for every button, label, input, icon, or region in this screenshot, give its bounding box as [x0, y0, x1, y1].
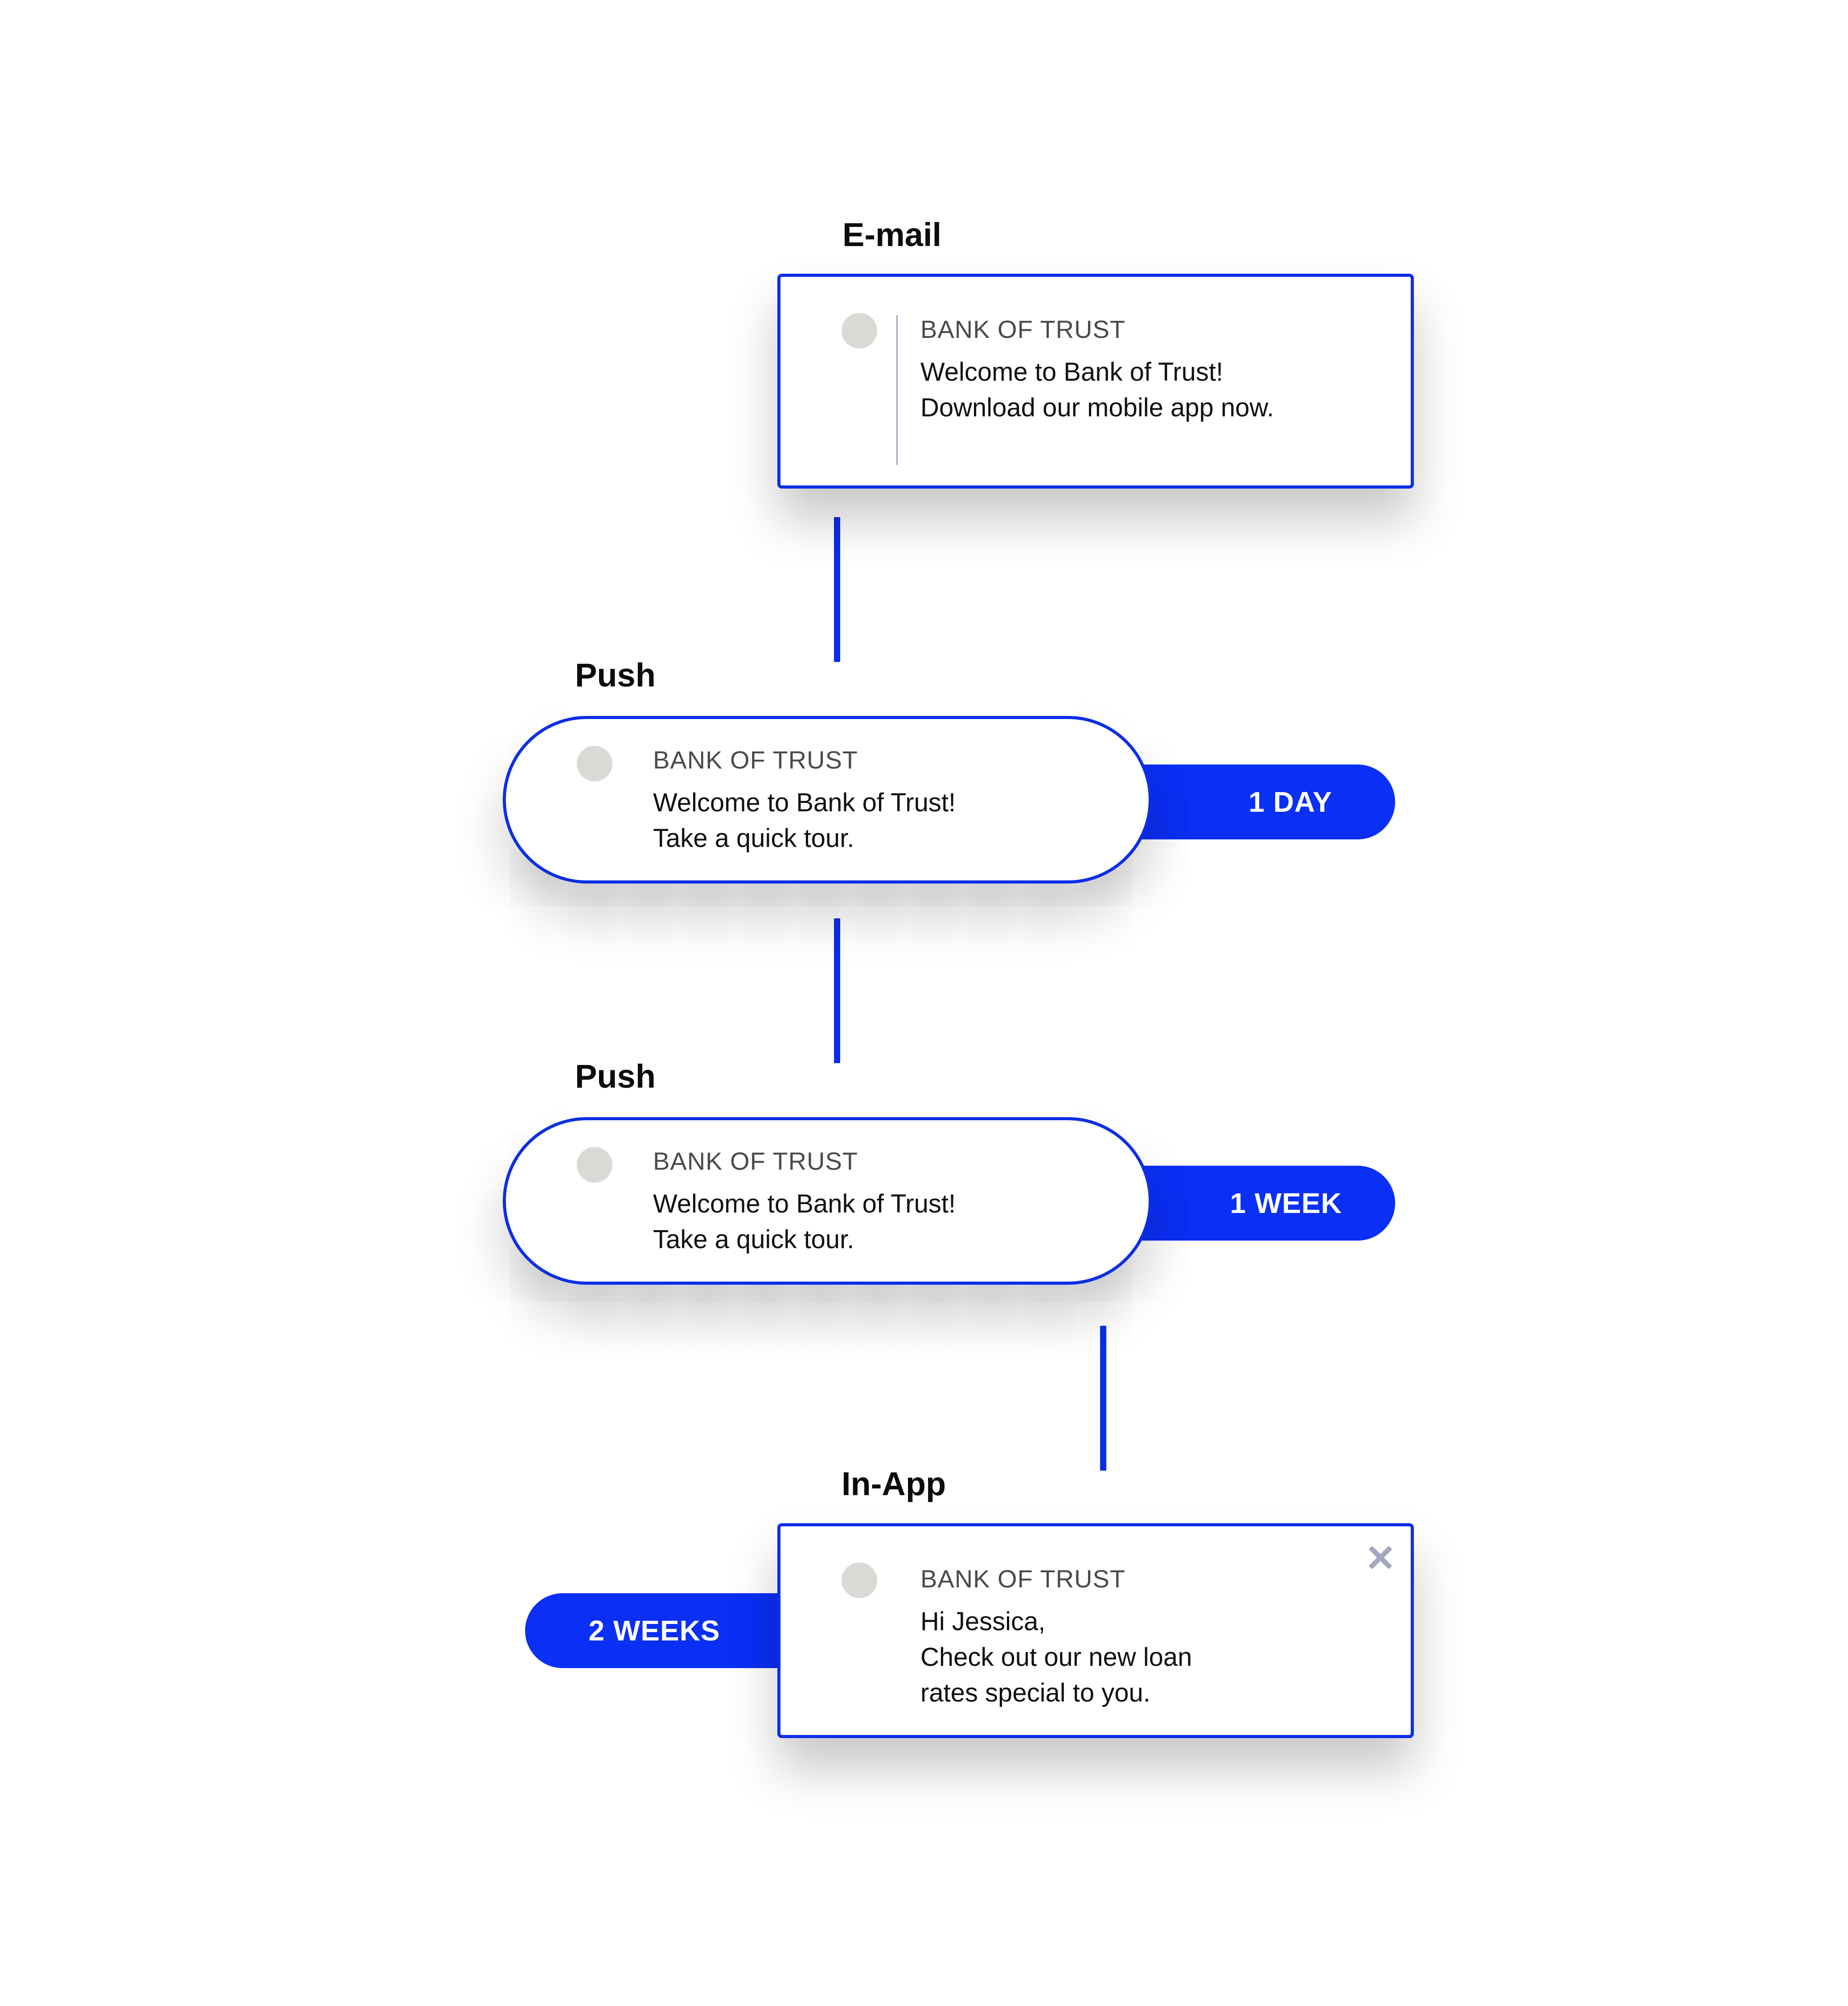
message-line: Hi Jessica, — [920, 1607, 1046, 1636]
delay-badge-2-weeks: 2 WEEKS — [525, 1593, 793, 1668]
sender-avatar — [842, 313, 877, 349]
sender-name: BANK OF TRUST — [920, 315, 1126, 343]
message-body: Welcome to Bank of Trust! Take a quick t… — [653, 785, 956, 856]
channel-label-in-app: In-App — [842, 1465, 946, 1502]
sender-avatar — [577, 746, 612, 781]
message-line: Check out our new loan — [920, 1643, 1192, 1672]
delay-badge-1-week: 1 WEEK — [1132, 1166, 1395, 1241]
email-divider — [896, 315, 898, 465]
connector-line — [834, 918, 840, 1063]
sender-name: BANK OF TRUST — [653, 746, 858, 774]
in-app-message-card[interactable]: BANK OF TRUST Hi Jessica, Check out our … — [777, 1523, 1414, 1738]
message-body: Hi Jessica, Check out our new loan rates… — [920, 1604, 1192, 1711]
connector-line — [834, 517, 840, 662]
channel-label-email: E-mail — [842, 216, 942, 253]
message-body: Welcome to Bank of Trust! Take a quick t… — [653, 1186, 956, 1258]
sender-name: BANK OF TRUST — [653, 1147, 858, 1175]
channel-label-push: Push — [575, 657, 656, 694]
sender-avatar — [577, 1147, 612, 1183]
channel-label-push: Push — [575, 1058, 656, 1095]
message-line: Welcome to Bank of Trust! — [653, 1189, 956, 1218]
message-line: Welcome to Bank of Trust! — [920, 358, 1224, 386]
sender-avatar — [842, 1562, 877, 1598]
delay-badge-1-day: 1 DAY — [1132, 765, 1395, 839]
push-notification-card[interactable]: BANK OF TRUST Welcome to Bank of Trust! … — [503, 1117, 1152, 1285]
message-line: Welcome to Bank of Trust! — [653, 788, 956, 817]
message-line: Take a quick tour. — [653, 1225, 854, 1254]
message-line: rates special to you. — [920, 1678, 1150, 1707]
connector-line — [1100, 1326, 1106, 1471]
close-icon[interactable] — [1367, 1544, 1394, 1571]
message-line: Download our mobile app now. — [920, 393, 1274, 422]
message-line: Take a quick tour. — [653, 824, 854, 853]
email-notification-card[interactable]: BANK OF TRUST Welcome to Bank of Trust! … — [777, 274, 1414, 489]
push-notification-card[interactable]: BANK OF TRUST Welcome to Bank of Trust! … — [503, 716, 1152, 884]
message-body: Welcome to Bank of Trust! Download our m… — [920, 354, 1274, 426]
sender-name: BANK OF TRUST — [920, 1565, 1126, 1593]
